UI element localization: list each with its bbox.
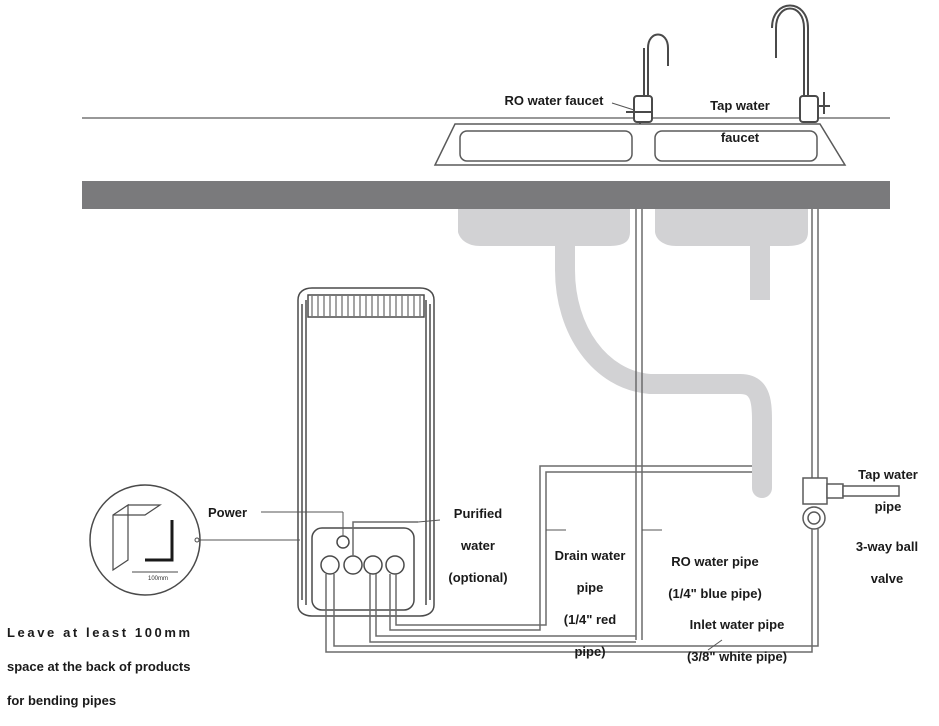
ball-valve xyxy=(802,477,900,530)
installation-diagram: 100mm xyxy=(82,4,900,653)
faucet-supply-pipes xyxy=(635,209,819,640)
ball-valve-label-1: 3-way ball xyxy=(855,539,919,554)
tap-pipe-label: Tap water pipe xyxy=(846,451,930,531)
clearance-mark: 100mm xyxy=(148,576,168,582)
purified-label-1: Purified xyxy=(453,506,503,521)
purified-label-3: (optional) xyxy=(448,570,508,585)
ball-valve-label-2: valve xyxy=(870,571,904,586)
ball-valve-label: 3-way ball valve xyxy=(842,523,932,603)
ro-pipe-label-1: RO water pipe xyxy=(671,554,759,569)
purified-water-label: Purified water (optional) xyxy=(438,490,518,602)
note-line-2: space at the back of products xyxy=(7,659,191,674)
drain-label-1: Drain water xyxy=(554,548,626,563)
ro-pipe-label: RO water pipe (1/4" blue pipe) xyxy=(650,538,780,618)
drain-label-3: (1/4" red xyxy=(563,612,617,627)
under-sink-bowls xyxy=(458,209,808,246)
tap-faucet-label-2: faucet xyxy=(720,130,760,145)
inlet-label-1: Inlet water pipe xyxy=(689,617,785,632)
note-line-3: for bending pipes xyxy=(7,693,117,708)
tap-pipe-label-2: pipe xyxy=(874,499,902,514)
inlet-label-2: (3/8" white pipe) xyxy=(686,649,788,664)
ro-faucet xyxy=(626,33,669,124)
note-line-1: Leave at least 100mm xyxy=(7,625,193,640)
ro-pipe-label-2: (1/4" blue pipe) xyxy=(668,586,762,601)
ro-faucet-label: RO water faucet xyxy=(504,93,604,108)
unit-pipes xyxy=(325,465,819,653)
purifier-fins xyxy=(311,296,421,316)
tap-faucet-label: Tap water faucet xyxy=(700,82,780,162)
tap-faucet xyxy=(771,4,830,123)
purified-label-2: water xyxy=(461,538,495,553)
purifier-unit xyxy=(297,287,435,617)
drain-label-4: pipe) xyxy=(574,644,606,659)
sink-basin xyxy=(433,123,847,166)
tap-faucet-label-1: Tap water xyxy=(710,98,770,113)
inlet-pipe-label: Inlet water pipe (3/8" white pipe) xyxy=(672,601,802,681)
drain-trap xyxy=(555,236,772,498)
drain-pipe-label: Drain water pipe (1/4" red pipe) xyxy=(540,532,640,676)
tap-pipe-label-1: Tap water xyxy=(858,467,918,482)
clearance-detail xyxy=(89,484,201,596)
countertop xyxy=(82,181,890,209)
clearance-note: Leave at least 100mm space at the back o… xyxy=(7,607,237,726)
power-label: Power xyxy=(208,505,248,520)
drain-label-2: pipe xyxy=(576,580,604,595)
leader-lines xyxy=(197,102,723,651)
